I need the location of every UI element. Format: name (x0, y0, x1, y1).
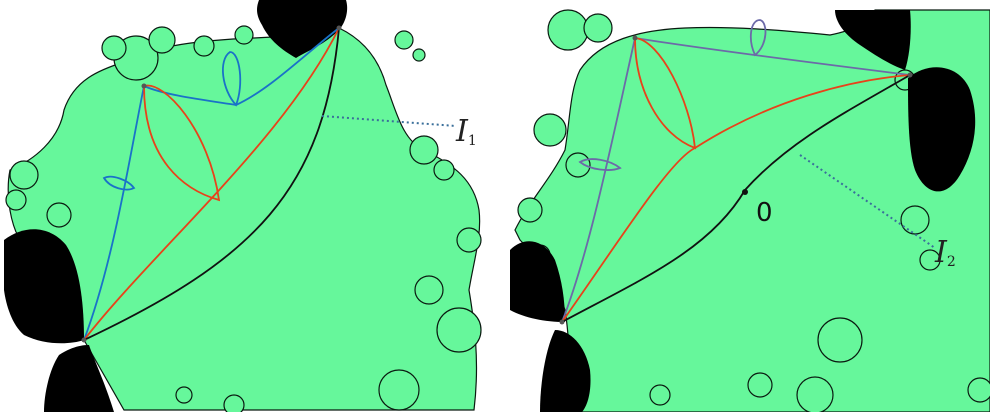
curves (561, 19, 911, 323)
label-I1: I1 (455, 114, 477, 149)
dotted-pointer (321, 115, 457, 127)
right-diagram: 0 I2 (510, 9, 990, 412)
purple-loop-left (578, 158, 622, 171)
red-loop (143, 84, 221, 202)
purple-curve-left (561, 37, 636, 323)
purple-curve-top (634, 37, 911, 76)
purple-loop-top (749, 19, 767, 57)
point-zero (742, 189, 748, 195)
vertex (632, 35, 638, 41)
label-I2: I2 (934, 235, 956, 270)
dotted-pointer (799, 154, 936, 249)
right-panel: 0 I2 (510, 0, 990, 412)
left-panel: I1 (4, 0, 484, 412)
green-julia-region (514, 9, 990, 412)
red-curve (83, 27, 340, 341)
black-mandelbrot-regions (4, 0, 348, 412)
blue-loop-left (102, 175, 136, 191)
red-curve (561, 74, 911, 323)
label-zero: 0 (756, 198, 773, 228)
vertex (141, 83, 147, 89)
vertex (559, 319, 565, 325)
left-diagram: I1 (4, 0, 482, 412)
black-mandelbrot-regions (510, 10, 976, 412)
vertex (907, 72, 913, 78)
curves (83, 27, 340, 341)
vertex (336, 25, 342, 31)
black-curve (83, 27, 340, 341)
blue-curve-left (83, 85, 145, 341)
green-julia-region (5, 25, 482, 412)
vertex (81, 337, 87, 343)
blue-loop-top (222, 51, 242, 107)
